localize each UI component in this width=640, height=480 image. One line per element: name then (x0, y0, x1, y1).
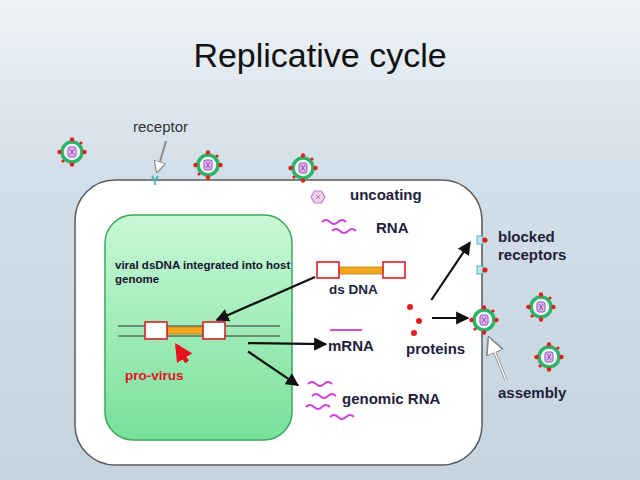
node-label: ds DNA (329, 282, 410, 298)
blocked-receptors: blocked receptors (470, 228, 582, 264)
node-label: proteins (406, 340, 465, 358)
pro-virus: pro-virus (123, 320, 248, 390)
flow-arrow (217, 277, 315, 320)
genomic-rna: genomic RNA (298, 372, 442, 410)
step-label: uncoating (350, 186, 422, 203)
flow-arrow (248, 352, 298, 386)
nucleus: viral dsDNA integrated into host genome p… (105, 215, 292, 440)
nucleus (105, 215, 292, 440)
node-label: viral dsDNA integrated into host genome (115, 259, 291, 287)
flow-arrow (248, 343, 326, 344)
receptor-label: receptor (133, 118, 188, 135)
molecule-label: RNA (376, 219, 409, 236)
node-label: mRNA (328, 337, 374, 355)
ds-dna: ds DNA (315, 258, 410, 300)
proteins: proteins (402, 300, 467, 360)
flow-arrow (431, 242, 470, 300)
node-label: genomic RNA (342, 390, 440, 408)
host-cell (75, 180, 482, 465)
node-label: pro-virus (125, 368, 248, 384)
slide-title: Replicative cycle (0, 36, 640, 75)
node-label: blocked receptors (498, 228, 582, 264)
mrna: mRNA (326, 325, 376, 357)
step-label: assembly (498, 384, 566, 401)
